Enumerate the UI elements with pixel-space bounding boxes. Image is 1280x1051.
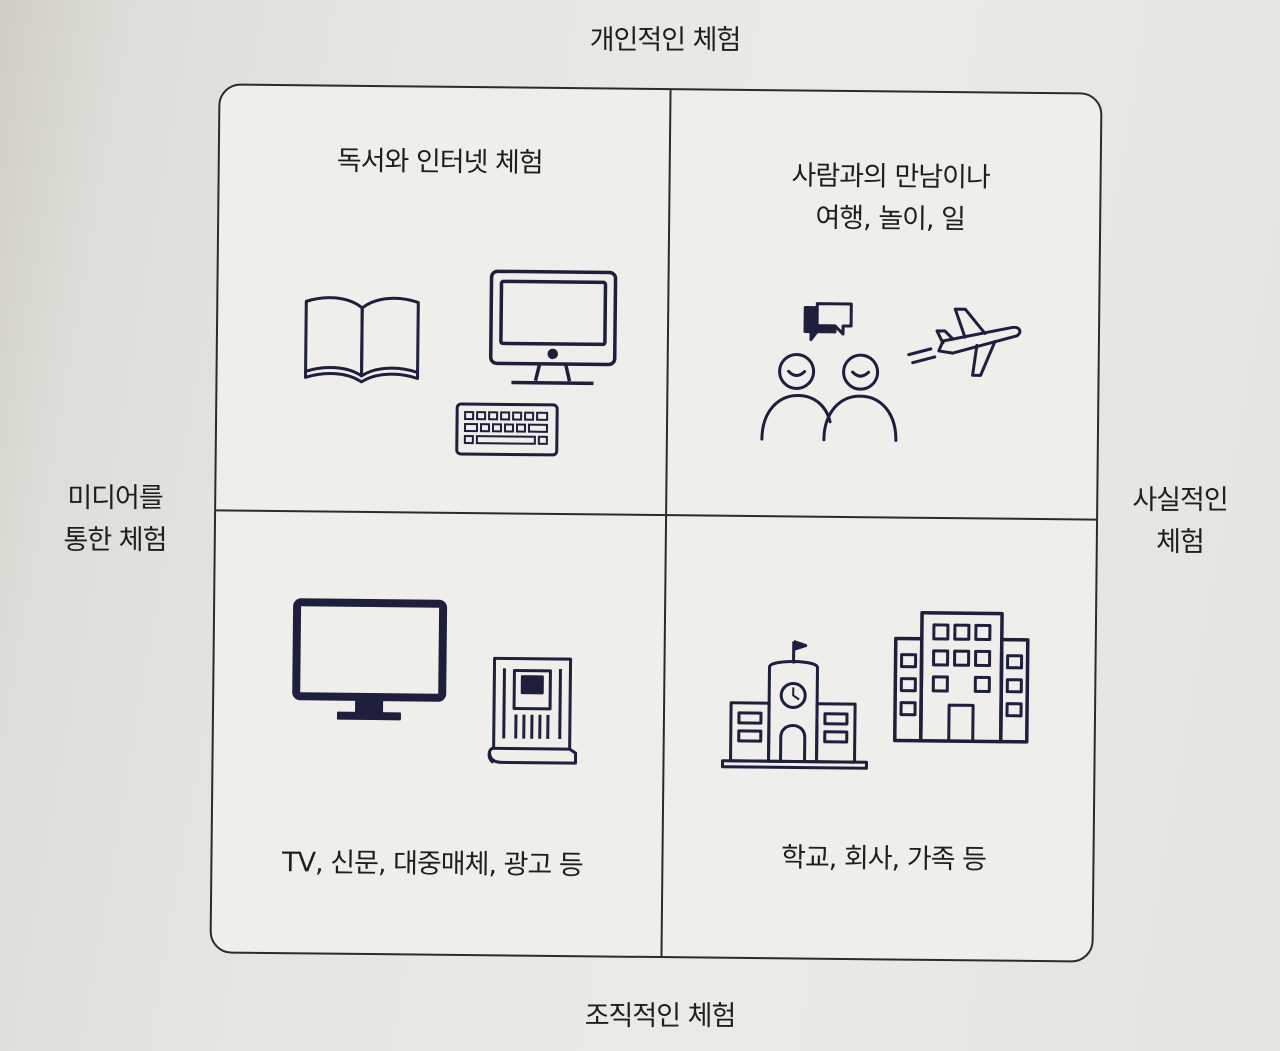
quadrant-board: 독서와 인터넷 체험 — [209, 83, 1103, 963]
office-building-icon — [891, 608, 1032, 745]
book-icon — [301, 291, 422, 386]
axis-label-right: 사실적인 체험 — [1132, 485, 1228, 558]
speech-bubble-icon — [803, 302, 855, 345]
quadrant-caption: 학교, 회사, 가족 등 — [780, 842, 987, 876]
axis-label-top: 개인적인 체험 — [589, 25, 742, 56]
axis-label-left: 미디어를 통한 체험 — [63, 483, 168, 556]
school-building-icon — [720, 637, 871, 771]
quadrant-mass-media: TV, 신문, 대중매체, 광고 등 — [212, 511, 656, 936]
tv-monitor-icon — [292, 598, 448, 724]
quadrant-caption: 독서와 인터넷 체험 — [336, 145, 543, 179]
two-people-icon — [760, 351, 901, 444]
airplane-icon — [906, 303, 1027, 384]
newspaper-icon — [485, 654, 580, 767]
quadrant-school-company: 학교, 회사, 가족 등 — [663, 516, 1107, 941]
desktop-computer-icon — [487, 268, 618, 387]
quadrant-reading-internet: 독서와 인터넷 체험 — [216, 85, 660, 510]
quadrant-caption: 사람과의 만남이나 여행, 놀이, 일 — [791, 160, 990, 236]
axis-label-bottom: 조직적인 체험 — [584, 1001, 737, 1032]
quadrant-caption: TV, 신문, 대중매체, 광고 등 — [281, 847, 583, 882]
keyboard-icon — [455, 402, 560, 457]
quadrant-people-travel: 사람과의 만남이나 여행, 놀이, 일 — [667, 90, 1111, 515]
